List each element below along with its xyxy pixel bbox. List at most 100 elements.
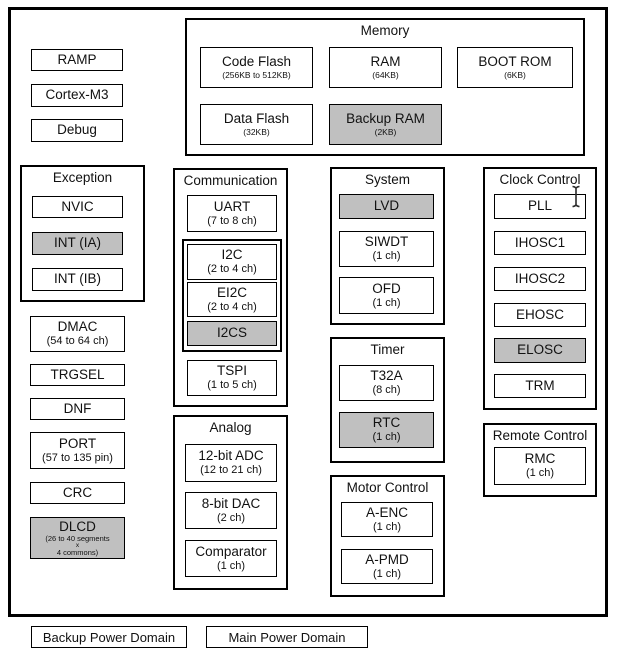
block-sub: (2 to 4 ch): [207, 300, 257, 313]
exception-group-title: Exception: [52, 170, 113, 185]
block-lvd: LVD: [339, 194, 434, 219]
block-ei2c: EI2C (2 to 4 ch): [187, 282, 277, 317]
block-label: CRC: [62, 484, 93, 500]
block-ihosc2: IHOSC2: [494, 267, 586, 291]
block-trm: TRM: [494, 374, 586, 398]
block-comparator: Comparator (1 ch): [185, 540, 277, 577]
block-sub: (12 to 21 ch): [200, 464, 262, 477]
block-siwdt: SIWDT (1 ch): [339, 231, 434, 267]
block-pll: PLL: [494, 194, 586, 219]
block-backup-ram: Backup RAM (2KB): [329, 104, 442, 145]
block-label: LVD: [373, 198, 400, 214]
block-label: NVIC: [61, 198, 94, 214]
block-sub: (1 ch): [525, 467, 555, 480]
memory-group-title: Memory: [360, 23, 410, 38]
block-ofd: OFD (1 ch): [339, 277, 434, 314]
motor-control-group-title: Motor Control: [346, 480, 429, 495]
legend-main-power-domain: Main Power Domain: [206, 626, 368, 648]
block-ram: RAM (64KB): [329, 47, 442, 88]
block-sub: (1 ch): [372, 431, 401, 444]
block-sub: (7 to 8 ch): [207, 214, 257, 227]
legend-label: Backup Power Domain: [42, 629, 176, 645]
block-sub: (1 ch): [372, 250, 401, 263]
block-label: DLCD: [59, 518, 96, 534]
block-label: ELOSC: [517, 342, 563, 358]
block-label: IHOSC1: [514, 234, 566, 250]
communication-group-title: Communication: [183, 173, 278, 188]
block-sub: (6KB): [504, 70, 526, 81]
block-label: IHOSC2: [514, 270, 566, 286]
block-label: A-PMD: [365, 551, 409, 567]
block-cortex-m3: Cortex-M3: [31, 84, 123, 107]
block-sub: x: [75, 542, 80, 550]
block-label: Code Flash: [221, 53, 292, 69]
block-label: INT (IB): [54, 271, 101, 287]
block-dmac: DMAC (54 to 64 ch): [30, 316, 125, 352]
block-sub: (57 to 135 pin): [42, 451, 113, 464]
block-sub: 4 commons): [56, 548, 99, 558]
block-sub: (8 ch): [372, 384, 401, 397]
block-int-ia: INT (IA): [32, 232, 123, 255]
legend-backup-power-domain: Backup Power Domain: [31, 626, 187, 648]
block-ehosc: EHOSC: [494, 303, 586, 327]
block-a-enc: A-ENC (1 ch): [341, 502, 433, 537]
block-label: DMAC: [57, 319, 98, 335]
text-cursor-icon: [569, 185, 583, 213]
block-label: I2C: [221, 247, 243, 263]
block-t32a: T32A (8 ch): [339, 365, 434, 401]
block-sub: (64KB): [372, 70, 399, 81]
remote-control-group-title: Remote Control: [492, 428, 588, 443]
block-label: TRM: [525, 377, 555, 393]
block-label: 8-bit DAC: [201, 495, 261, 511]
block-uart: UART (7 to 8 ch): [187, 195, 277, 232]
block-sub: (256KB to 512KB): [222, 70, 291, 81]
block-port: PORT (57 to 135 pin): [30, 432, 125, 469]
block-label: OFD: [372, 280, 401, 296]
timer-group-title: Timer: [370, 342, 405, 357]
block-a-pmd: A-PMD (1 ch): [341, 549, 433, 584]
block-label: Debug: [57, 122, 97, 138]
analog-group-title: Analog: [209, 420, 252, 435]
block-sub: (2KB): [374, 127, 397, 138]
block-label: UART: [213, 198, 251, 214]
block-sub: (1 to 5 ch): [207, 379, 257, 392]
block-sub: (1 ch): [372, 567, 402, 580]
block-sub: (32KB): [243, 127, 270, 138]
clock-control-group-title: Clock Control: [499, 172, 581, 187]
block-sub: (54 to 64 ch): [46, 335, 109, 348]
block-label: INT (IA): [54, 235, 101, 251]
block-label: RTC: [372, 415, 401, 431]
block-label: Comparator: [195, 543, 267, 559]
block-ramp: RAMP: [31, 49, 123, 71]
block-label: PORT: [58, 435, 97, 451]
block-label: RAM: [370, 53, 401, 69]
block-int-ib: INT (IB): [32, 268, 123, 291]
legend-label: Main Power Domain: [228, 629, 346, 645]
block-label: BOOT ROM: [478, 53, 552, 69]
block-sub: (1 ch): [372, 520, 402, 533]
block-tspi: TSPI (1 to 5 ch): [187, 360, 277, 396]
block-i2cs: I2CS: [187, 321, 277, 346]
block-sub: (2 to 4 ch): [207, 263, 257, 276]
block-label: RMC: [524, 451, 556, 467]
block-rtc: RTC (1 ch): [339, 412, 434, 448]
block-elosc: ELOSC: [494, 338, 586, 363]
block-label: EHOSC: [515, 306, 564, 322]
block-sub: (1 ch): [216, 559, 246, 572]
block-label: TRGSEL: [50, 366, 105, 382]
block-label: Backup RAM: [346, 110, 425, 126]
block-8bit-dac: 8-bit DAC (2 ch): [185, 492, 277, 529]
block-sub: (26 to 40 segments: [45, 534, 110, 544]
block-label: T32A: [370, 368, 403, 384]
block-label: Data Flash: [223, 110, 290, 126]
block-sub: (2 ch): [216, 511, 246, 524]
block-label: I2CS: [216, 325, 247, 341]
system-group-title: System: [364, 172, 410, 187]
block-code-flash: Code Flash (256KB to 512KB): [200, 47, 313, 88]
block-debug: Debug: [31, 119, 123, 142]
block-nvic: NVIC: [32, 196, 123, 218]
block-boot-rom: BOOT ROM (6KB): [457, 47, 573, 88]
block-sub: (1 ch): [372, 296, 401, 309]
block-crc: CRC: [30, 482, 125, 504]
